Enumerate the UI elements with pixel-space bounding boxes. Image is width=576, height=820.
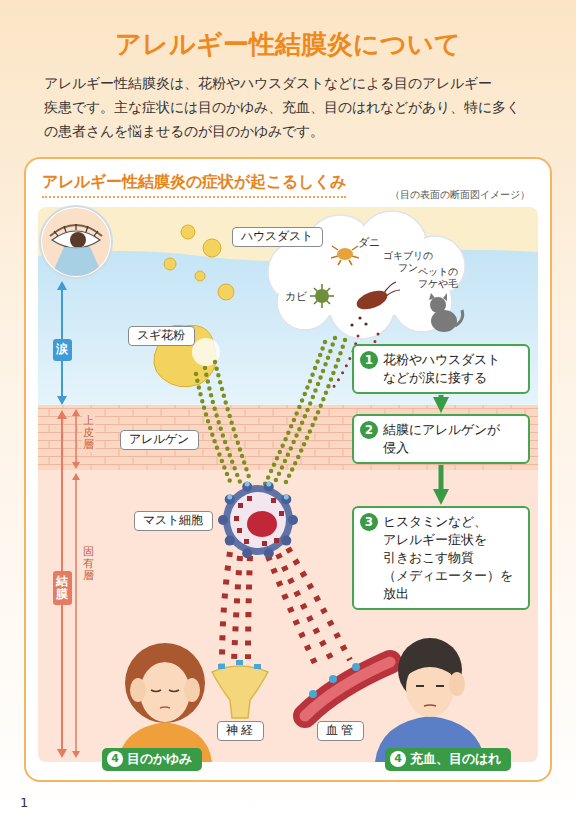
epithelium-layer <box>38 405 538 471</box>
step-text: 結膜にアレルゲンが 侵入 <box>383 421 521 457</box>
allergen-name: ダニ <box>358 236 380 249</box>
callout-number: 2 <box>360 421 378 439</box>
allergen-stream <box>196 338 345 486</box>
allergen-name: カビ <box>285 290 307 303</box>
layer-name: 涙 <box>56 343 68 356</box>
label-tag: スギ花粉 <box>128 326 195 346</box>
mediator-stream <box>222 548 350 670</box>
part-name: 神 経 <box>226 723 255 739</box>
callout-number: 1 <box>360 351 378 369</box>
step-box: 3 ヒスタミンなど、 アレルギー症状を 引きおこす物質 （メディエーター）を 放出 <box>352 506 530 610</box>
layer-name: 結膜 <box>56 575 68 601</box>
cat-icon <box>429 293 463 332</box>
step-text: 花粉やハウスダスト などが涙に接する <box>383 351 521 387</box>
part-name: 血 管 <box>326 723 355 739</box>
layer-tag: 涙 <box>53 339 72 360</box>
layer-name: 固有層 <box>82 545 95 583</box>
part-name: アレルゲン <box>129 432 190 448</box>
allergen-name: ペットの フケや毛 <box>414 266 462 290</box>
intro-text: アレルギー性結膜炎は、花粉やハウスダストなどによる目のアレルギー 疾患です。主な… <box>44 71 544 143</box>
propria-layer <box>38 470 538 762</box>
man-figure <box>375 638 485 762</box>
step-box: 1 花粉やハウスダスト などが涙に接する <box>352 344 530 394</box>
callout-number: 4 <box>390 751 406 767</box>
mast-cell <box>218 482 298 559</box>
section-panel: アレルギー性結膜炎の症状が起こるしくみハウスダストスギ花粉涙 1 花粉やハウスダスト… <box>24 157 552 782</box>
part-name: マスト細胞 <box>143 513 204 529</box>
label-tag: ハウスダスト <box>232 227 323 247</box>
view-note: （目の表面の断面図イメージ） <box>380 189 530 201</box>
page-title: アレルギー性結膜炎について <box>0 28 576 62</box>
symptom-text: 充血、目のはれ <box>410 751 501 768</box>
cross-section <box>38 207 538 762</box>
label-tag: マスト細胞 <box>134 511 213 531</box>
step-text: ヒスタミンなど、 アレルギー症状を 引きおこす物質 （メディエーター）を 放出 <box>383 513 521 603</box>
flow-arrow <box>439 465 444 497</box>
label-tag: 神 経 <box>217 721 264 741</box>
layer-tag: 結膜 <box>53 571 72 605</box>
symptom-box: 4充血、目のはれ <box>385 748 511 771</box>
layer-name: 上皮層 <box>82 414 95 452</box>
mite-icon <box>331 246 359 265</box>
panel-ground <box>25 158 551 781</box>
label-tag: アレルゲン <box>120 430 199 450</box>
pollen-grains <box>154 225 234 387</box>
eye-inset <box>40 206 112 278</box>
symptom-text: 目のかゆみ <box>127 751 192 768</box>
step-box: 2 結膜にアレルゲンが 侵入 <box>352 414 530 464</box>
nerve-ending <box>212 660 268 718</box>
flow-arrow <box>439 395 444 405</box>
section-heading: アレルギー性結膜炎の症状が起こるしくみ <box>42 172 346 198</box>
epithelium-cells <box>38 405 538 471</box>
symptom-box: 4目のかゆみ <box>102 748 202 771</box>
label-tag: 血 管 <box>317 721 364 741</box>
part-name: ハウスダスト <box>241 229 314 245</box>
callout-number: 3 <box>360 513 378 531</box>
part-name: スギ花粉 <box>137 328 186 344</box>
callout-number: 4 <box>107 751 123 767</box>
woman-figure <box>118 643 212 762</box>
blood-vessel <box>305 662 390 716</box>
cockroach-icon <box>350 282 400 327</box>
mold-icon <box>310 284 334 308</box>
page-number: 1 <box>20 795 28 811</box>
